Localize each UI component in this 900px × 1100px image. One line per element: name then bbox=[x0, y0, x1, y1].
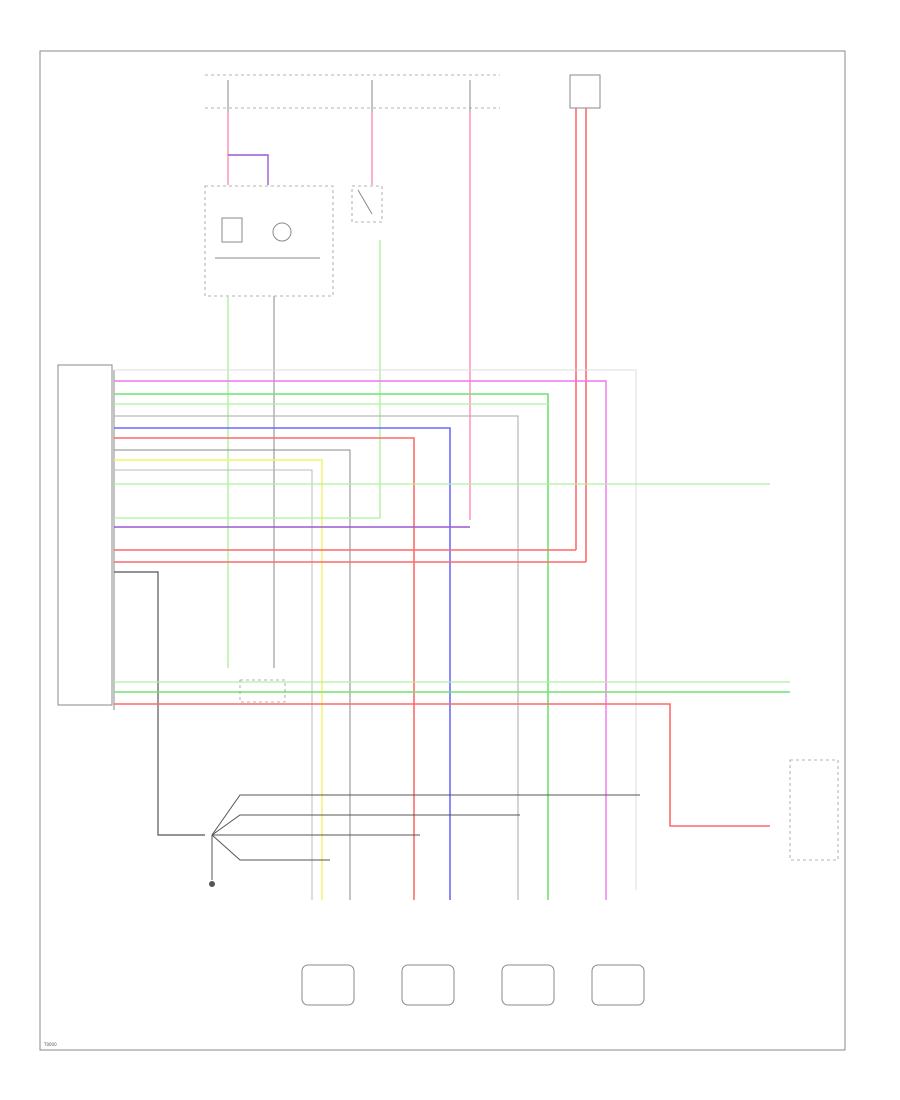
control-module bbox=[57, 364, 115, 710]
wheel-speed-sensors bbox=[301, 964, 645, 1006]
abs-actuator-box bbox=[204, 185, 334, 297]
corner-code: T0000 bbox=[43, 1042, 57, 1047]
diagram-frame bbox=[39, 50, 846, 1051]
connector-blocks bbox=[239, 679, 839, 861]
wire-harness bbox=[114, 108, 790, 900]
fuse-panel-top bbox=[205, 74, 601, 112]
stop-lamp-switch bbox=[351, 185, 383, 223]
